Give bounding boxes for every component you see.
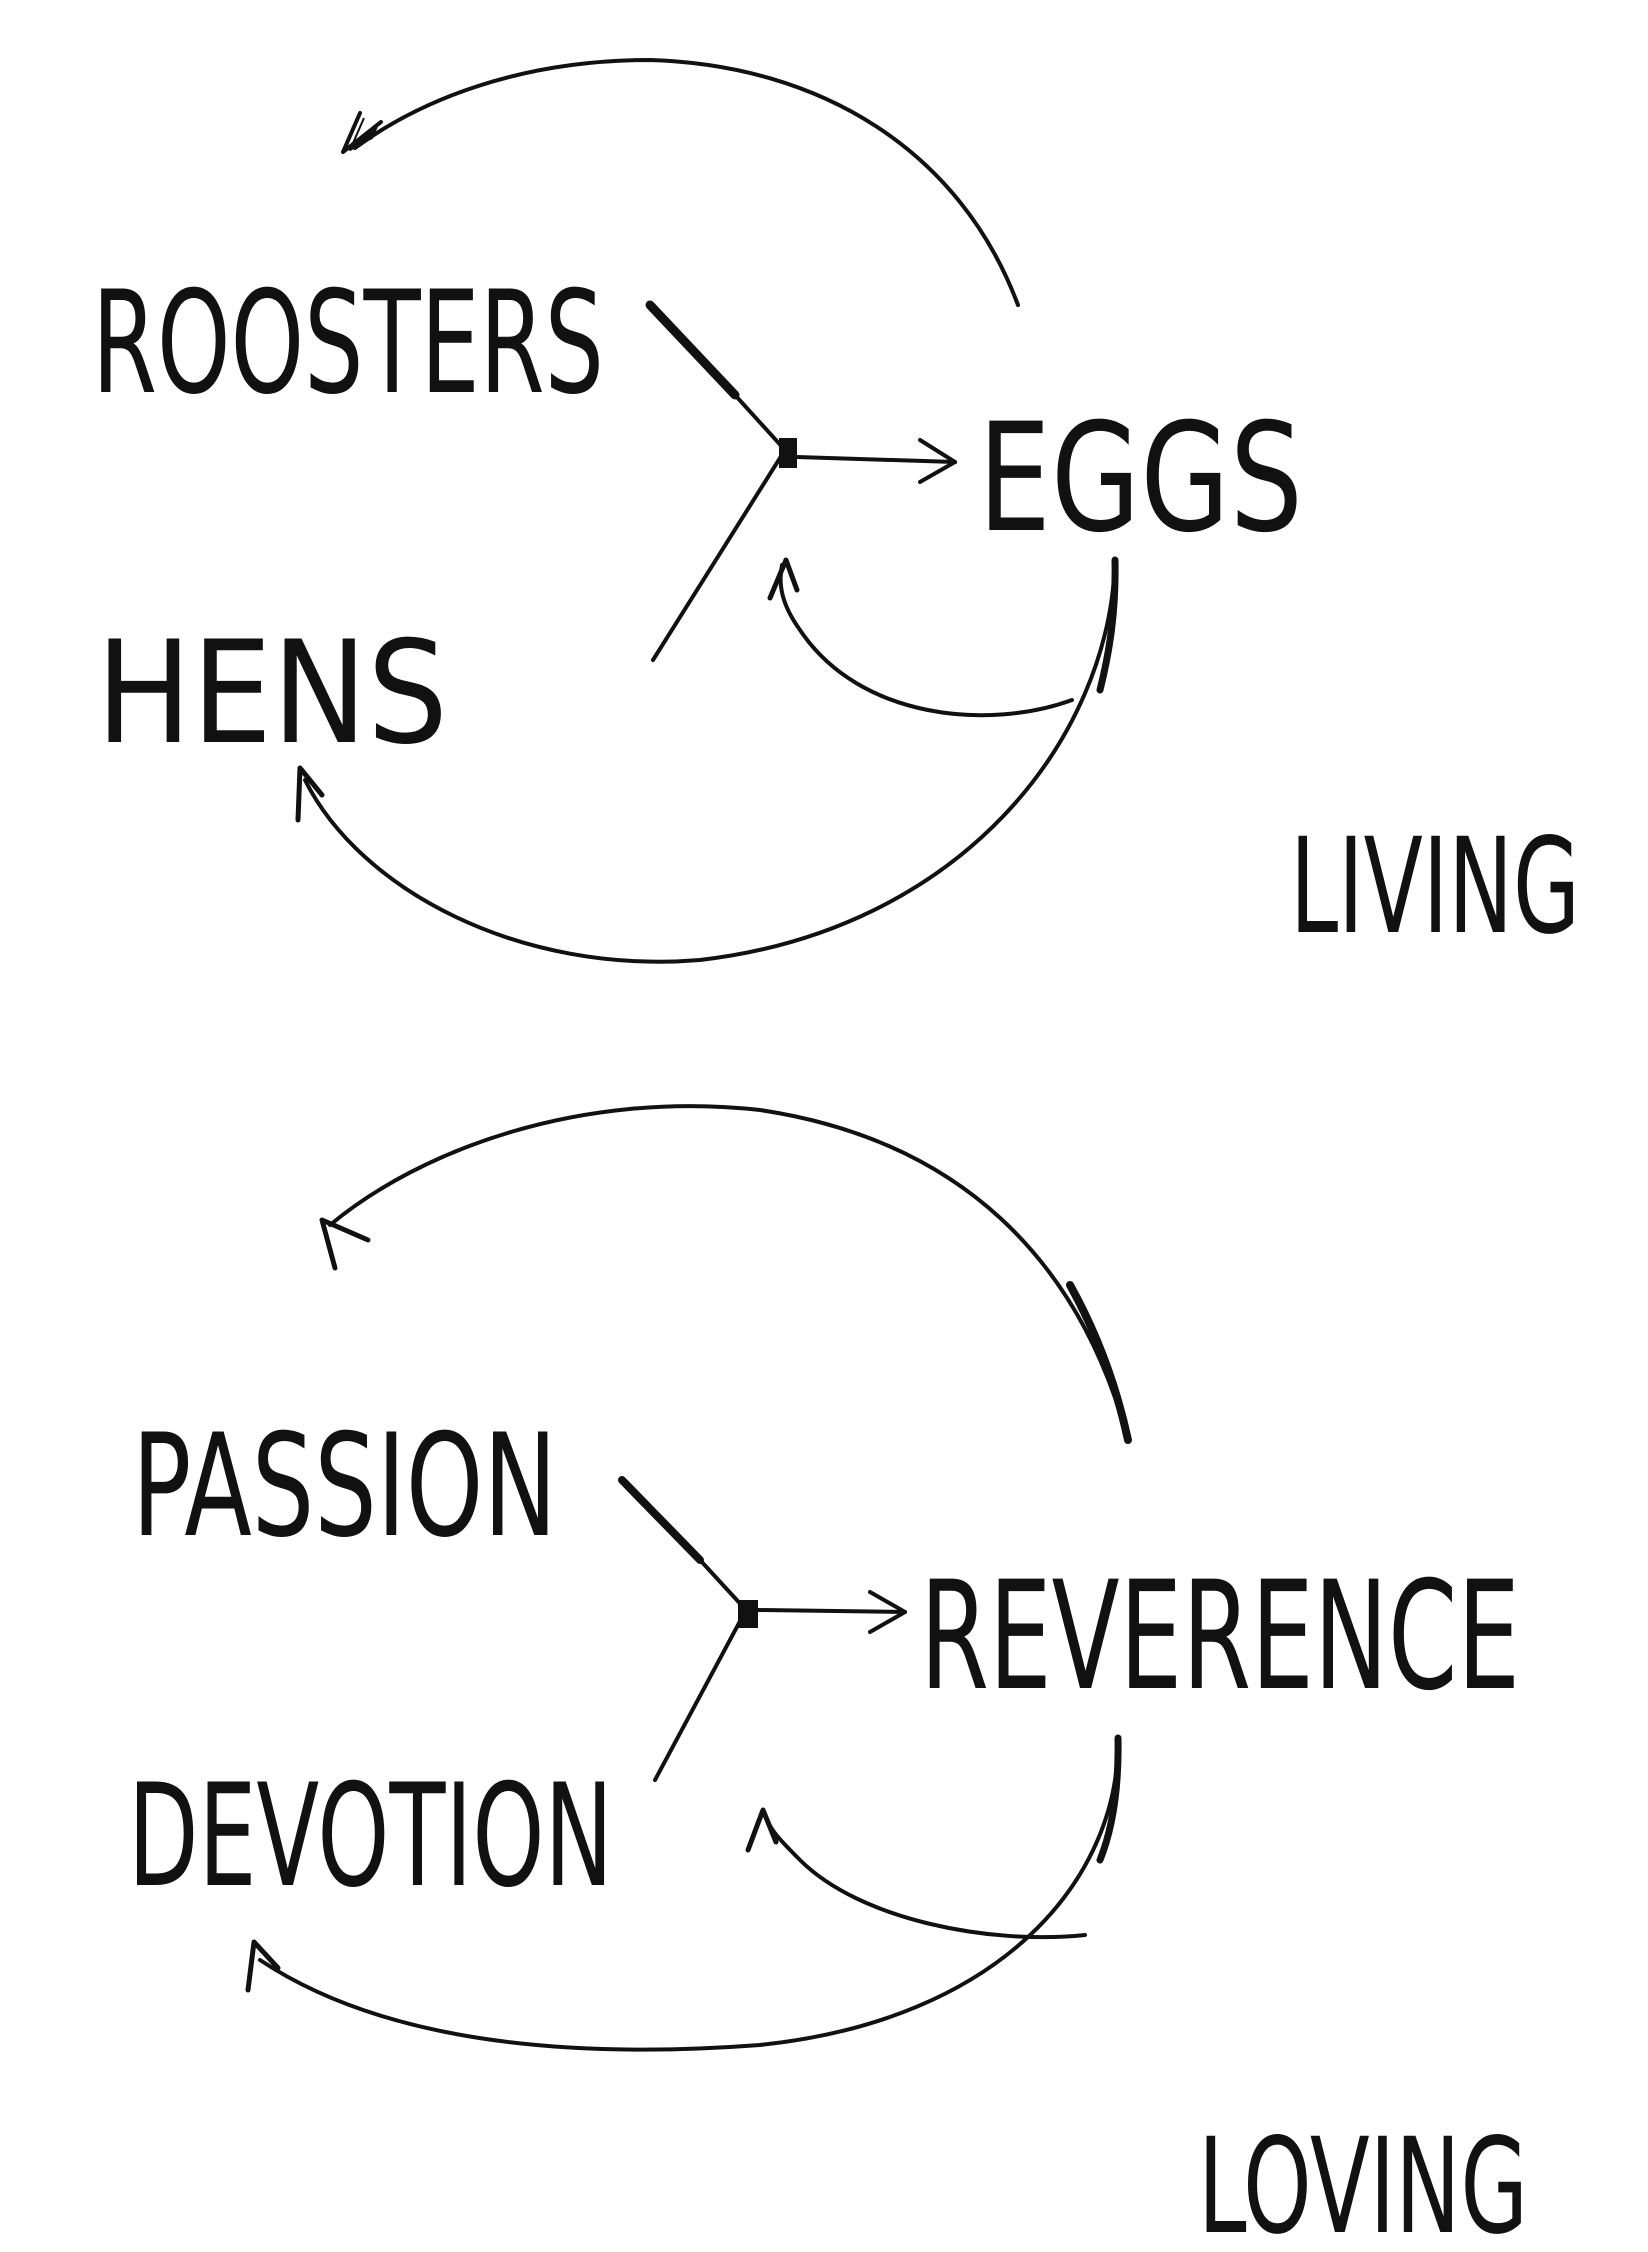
top-output-arrowhead <box>918 438 957 484</box>
bottom-feedback-arrowhead <box>319 1217 371 1271</box>
input-label-hens: HENS <box>96 611 448 776</box>
caption-living: LIVING <box>1290 810 1580 964</box>
roosters-input-line <box>645 300 740 400</box>
top-large-loop-arrowhead <box>295 765 325 823</box>
output-label-reverence: REVERENCE <box>920 1550 1520 1724</box>
bottom-output-arrow-line <box>756 1608 907 1614</box>
roosters-input-line-thin <box>733 393 787 452</box>
input-label-devotion: DEVOTION <box>128 1754 613 1919</box>
top-small-loop-arrowhead <box>767 557 800 601</box>
diagram-loving: PASSION DEVOTION REVERENCE LOVING <box>128 1104 1528 2252</box>
bottom-junction-node <box>738 1600 758 1628</box>
bottom-small-loop-arrowhead <box>745 1807 779 1853</box>
bottom-output-arrowhead <box>868 1590 907 1634</box>
bottom-large-loop-thick <box>1096 1734 1122 1864</box>
top-feedback-arrowhead-tip <box>341 111 383 154</box>
bottom-small-loop <box>763 1813 1087 1940</box>
top-output-arrow-line <box>795 455 957 464</box>
top-feedback-arc <box>353 58 1020 307</box>
passion-input-line <box>618 1476 704 1564</box>
input-label-roosters: ROOSTERS <box>92 261 604 426</box>
top-large-loop <box>303 558 1117 964</box>
input-label-passion: PASSION <box>132 1404 557 1569</box>
bottom-feedback-arc <box>328 1104 1130 1442</box>
hens-input-line <box>651 448 787 662</box>
devotion-input-line <box>653 1608 748 1782</box>
top-junction-node <box>779 438 797 468</box>
top-large-loop-thick <box>1096 556 1119 694</box>
caption-loving: LOVING <box>1198 2110 1528 2252</box>
output-label-eggs: EGGS <box>978 392 1303 566</box>
diagram-living: ROOSTERS HENS EGGS LIVING <box>92 58 1580 964</box>
top-small-loop <box>778 563 1074 718</box>
bottom-feedback-arc-thick <box>1066 1281 1132 1444</box>
bottom-large-loop <box>258 1736 1121 2052</box>
bottom-large-loop-arrowhead <box>245 1939 281 1993</box>
